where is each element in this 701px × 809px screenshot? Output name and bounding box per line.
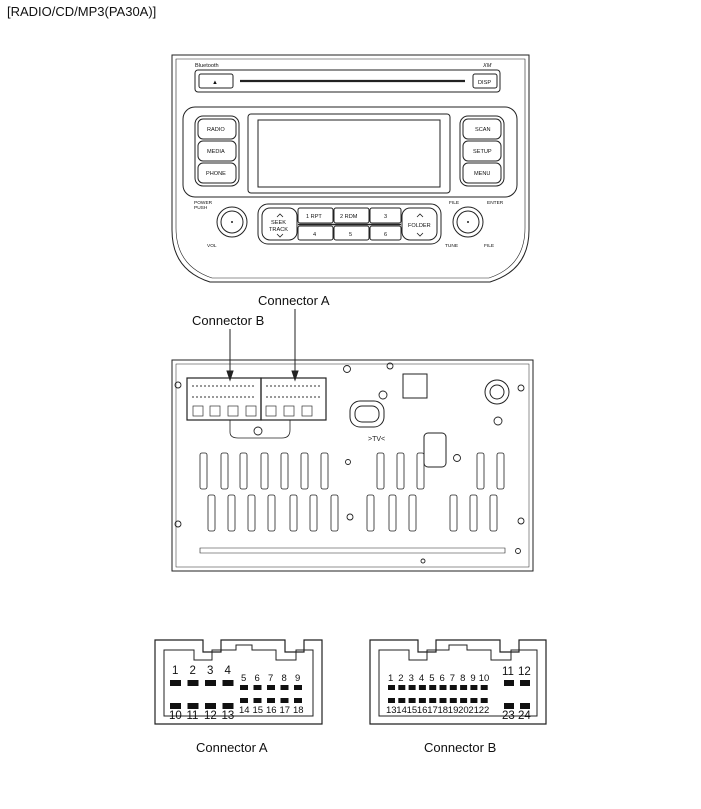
connector-b-pin-label: 8 (460, 673, 466, 684)
connector-a-pin-label: 4 (224, 665, 231, 677)
connector-a-pin-label: 13 (221, 710, 235, 722)
connector-a-pin-label: 7 (268, 673, 274, 684)
connector-a-pin-label: 15 (252, 705, 264, 716)
connector-a-pin-label: 17 (279, 705, 291, 716)
connector-a-caption: Connector A (196, 740, 268, 755)
connector-b-pin-label: 19 (447, 705, 459, 716)
connector-a-pin-label: 3 (207, 665, 214, 677)
connector-b-pin-label: 12 (518, 666, 531, 678)
connector-b-pin-label: 6 (439, 673, 445, 684)
connector-b-pin-label: 4 (418, 673, 425, 684)
connector-b-pin-label: 18 (437, 705, 449, 716)
connector-a-pin-label: 6 (254, 673, 260, 684)
connector-b-pin-label: 13 (386, 705, 397, 716)
connector-a-pin-label: 10 (169, 710, 182, 722)
connector-a-pin-label: 5 (241, 673, 247, 684)
connector-b-callout: Connector B (192, 313, 265, 328)
page-title: [RADIO/CD/MP3(PA30A)] (7, 4, 157, 19)
connector-b-pin-label: 22 (478, 705, 490, 716)
connector-b-pin-label: 24 (518, 710, 531, 722)
connector-b-caption: Connector B (424, 740, 497, 755)
connector-a-pin-label: 8 (281, 673, 287, 684)
connector-b-pin-label: 20 (458, 705, 469, 716)
connector-b-pin-label: 10 (478, 673, 490, 684)
connector-b-pin-label: 9 (470, 673, 476, 684)
connector-b-pin-label: 23 (502, 710, 515, 722)
connector-a-pin-label: 18 (293, 705, 304, 716)
connector-a-callout: Connector A (258, 293, 330, 308)
connector-b-pin-label: 1 (388, 673, 394, 684)
connector-b-pin-label: 14 (396, 705, 407, 716)
connector-b-pin-label: 2 (398, 673, 404, 684)
connector-b-pin-label: 16 (416, 705, 428, 716)
connector-b-pin-label: 21 (468, 705, 479, 716)
connector-b-pin-label: 5 (429, 673, 435, 684)
connector-b-pin-label: 7 (449, 673, 456, 684)
connector-a-pin-label: 2 (189, 665, 196, 677)
connector-b-pin-label: 3 (408, 673, 414, 684)
connector-b-pin-label: 11 (502, 666, 514, 678)
connector-a-pin-label: 12 (204, 710, 217, 722)
connector-b-pin-label: 17 (427, 705, 438, 716)
connector-a-pin-label: 14 (239, 705, 250, 716)
connector-a-pin-label: 11 (186, 710, 199, 722)
connector-b-pin-label: 15 (406, 705, 418, 716)
connector-a-pin-label: 16 (266, 705, 277, 716)
connector-a-pin-label: 9 (295, 673, 301, 684)
connector-a-pin-label: 1 (172, 665, 179, 677)
